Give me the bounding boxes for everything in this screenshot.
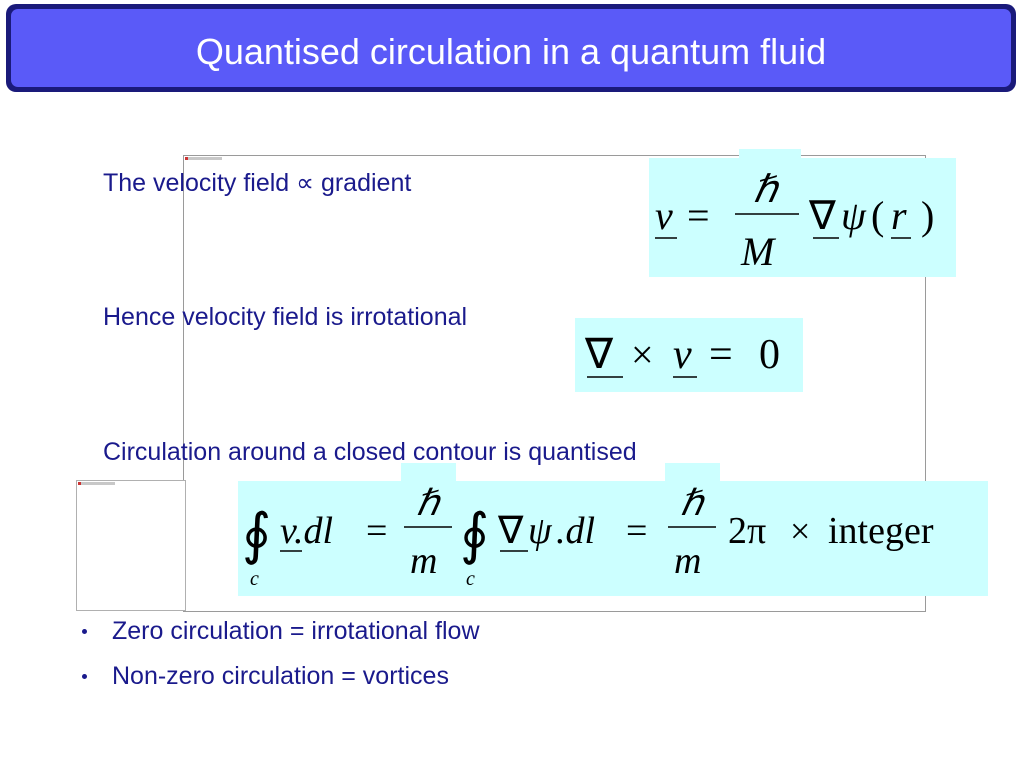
eq2-equals: = (709, 332, 733, 378)
equation-velocity-graphic: v = ℏ M ∇ ψ ( r ) (655, 169, 934, 274)
embedded-object-frame-small[interactable] (76, 480, 186, 611)
eq1-close-paren: ) (921, 193, 934, 238)
bullet-text: Non-zero circulation = vortices (112, 662, 449, 690)
equation-circulation-tab-a (401, 463, 456, 483)
eq1-v: v (655, 193, 673, 238)
equation-irrotational[interactable]: ∇ × v = 0 (575, 318, 803, 392)
slide-title: Quantised circulation in a quantum fluid (195, 31, 827, 72)
eq3-contour-integral-1: ∮ (242, 504, 271, 566)
eq1-equals: = (687, 193, 710, 238)
eq1-open-paren: ( (871, 193, 884, 238)
eq3-psi: ψ (528, 510, 553, 552)
frame-caption-bar (186, 157, 222, 160)
equation-velocity[interactable]: v = ℏ M ∇ ψ ( r ) (649, 158, 956, 277)
eq1-nabla: ∇ (808, 193, 836, 238)
equation-irrotational-graphic: ∇ × v = 0 (584, 332, 780, 378)
eq3-two-pi: 2π (728, 510, 766, 552)
eq3-dot-dl: .dl (556, 510, 595, 552)
frame-caption-bar (79, 482, 115, 485)
eq3-contour-label-1: c (250, 568, 259, 590)
eq2-zero: 0 (759, 332, 780, 378)
eq1-hbar: ℏ (753, 169, 780, 211)
eq3-m-2: m (674, 540, 701, 582)
bullet-dot-icon (82, 674, 87, 679)
eq2-v: v (673, 332, 692, 378)
bullet-item-nonzero-circulation: Non-zero circulation = vortices (80, 662, 480, 707)
eq3-v-dl: v.dl (280, 510, 333, 552)
equation-circulation[interactable]: ∮ c v.dl = ℏ m ∮ c ∇ ψ .dl = ℏ m 2π × in… (238, 481, 988, 596)
eq2-times: × (631, 332, 654, 377)
eq3-equals-2: = (626, 510, 647, 552)
eq3-nabla: ∇ (497, 510, 524, 552)
eq1-M: M (740, 229, 777, 274)
eq3-integer: integer (828, 510, 934, 552)
equation-circulation-tab-b (665, 463, 720, 483)
bullet-item-zero-circulation: Zero circulation = irrotational flow (80, 617, 480, 662)
statement-irrotational: Hence velocity field is irrotational (103, 303, 468, 331)
eq3-hbar-1: ℏ (416, 483, 442, 523)
eq3-contour-integral-2: ∮ (460, 504, 489, 566)
title-banner-inner: Quantised circulation in a quantum fluid (11, 9, 1011, 87)
title-banner: Quantised circulation in a quantum fluid (6, 4, 1016, 92)
frame-caption-icon (78, 482, 81, 485)
eq3-contour-label-2: c (466, 568, 475, 590)
bullet-dot-icon (82, 629, 87, 634)
equation-circulation-graphic: ∮ c v.dl = ℏ m ∮ c ∇ ψ .dl = ℏ m 2π × in… (242, 483, 934, 590)
eq3-hbar-2: ℏ (680, 483, 706, 523)
eq1-psi: ψ (841, 193, 867, 238)
eq1-r: r (891, 193, 907, 238)
eq3-equals-1: = (366, 510, 387, 552)
eq2-nabla: ∇ (584, 332, 614, 378)
bullet-list: Zero circulation = irrotational flow Non… (80, 617, 480, 707)
statement-quantised-circulation: Circulation around a closed contour is q… (103, 438, 637, 466)
bullet-text: Zero circulation = irrotational flow (112, 617, 480, 645)
statement-velocity-gradient: The velocity field ∝ gradient (103, 169, 412, 197)
frame-caption-icon (185, 157, 188, 160)
eq3-times: × (790, 511, 810, 551)
eq3-m-1: m (410, 540, 437, 582)
